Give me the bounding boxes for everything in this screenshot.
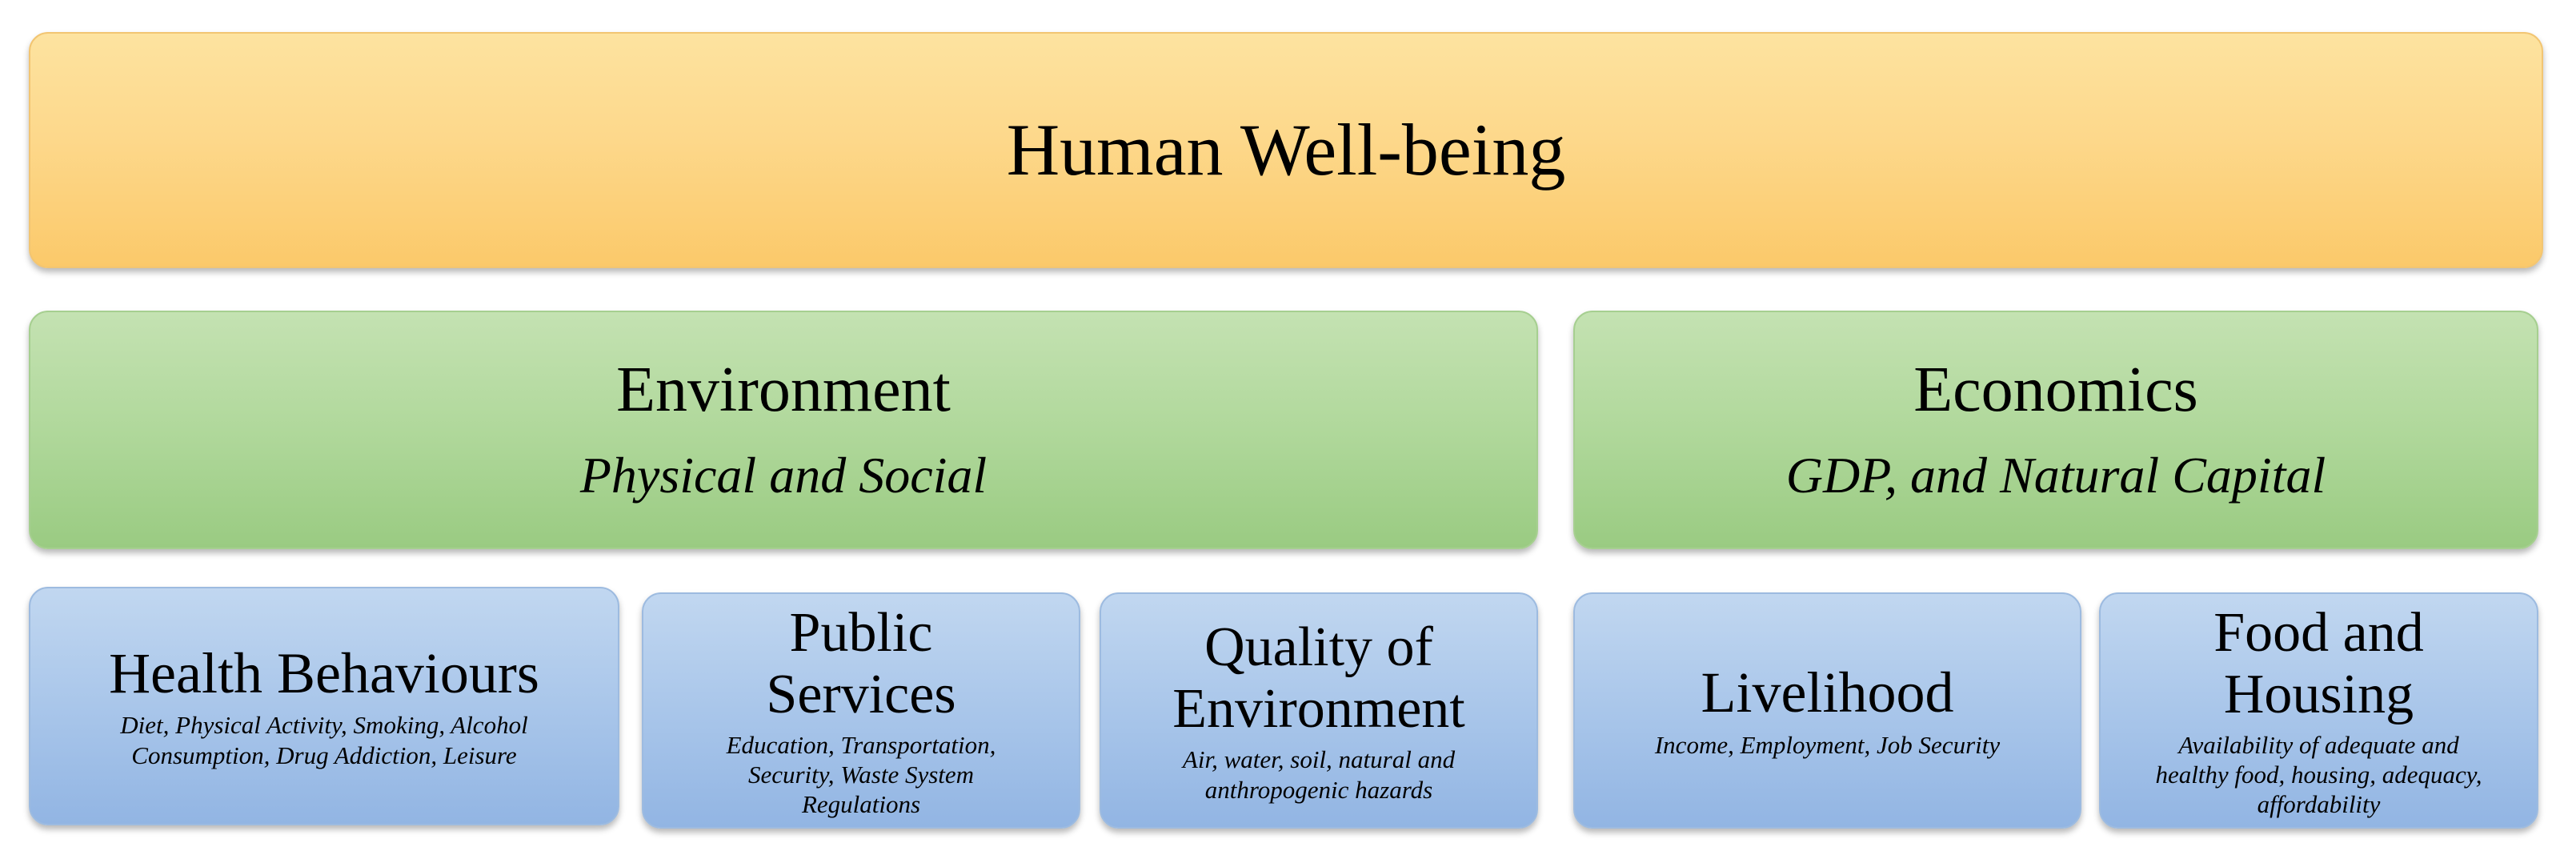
economics-box: Economics GDP, and Natural Capital xyxy=(1573,311,2538,549)
economics-title: Economics xyxy=(1913,354,2198,425)
title-line: Quality of xyxy=(1204,616,1433,679)
detail-line: Regulations xyxy=(801,790,921,819)
detail-line: Education, Transportation, xyxy=(726,730,996,759)
health-behaviours-details: Diet, Physical Activity, Smoking, Alcoho… xyxy=(120,710,527,769)
detail-line: healthy food, housing, adequacy, xyxy=(2155,760,2482,789)
detail-line: Security, Waste System xyxy=(747,760,975,789)
quality-of-environment-box: Quality of Environment Air, water, soil,… xyxy=(1100,592,1538,829)
title-line: Services xyxy=(766,663,956,725)
detail-line: Diet, Physical Activity, Smoking, Alcoho… xyxy=(120,711,528,740)
environment-box: Environment Physical and Social xyxy=(29,311,1538,549)
quality-of-environment-title: Quality of Environment xyxy=(1172,616,1464,740)
detail-line: anthropogenic hazards xyxy=(1204,775,1433,804)
public-services-title: Public Services xyxy=(766,602,955,725)
title-line: Food and xyxy=(2213,601,2424,664)
public-services-details: Education, Transportation, Security, Was… xyxy=(727,730,996,820)
title-line: Housing xyxy=(2223,663,2414,725)
detail-line: Income, Employment, Job Security xyxy=(1654,730,2001,759)
title-line: Public xyxy=(789,601,933,664)
livelihood-details: Income, Employment, Job Security xyxy=(1655,730,2000,760)
public-services-box: Public Services Education, Transportatio… xyxy=(642,592,1080,829)
human-well-being-title: Human Well-being xyxy=(1006,109,1566,191)
title-line: Environment xyxy=(1172,678,1465,741)
environment-title: Environment xyxy=(616,354,951,425)
economics-subtitle: GDP, and Natural Capital xyxy=(1785,446,2326,504)
livelihood-box: Livelihood Income, Employment, Job Secur… xyxy=(1573,592,2081,829)
environment-subtitle: Physical and Social xyxy=(579,446,988,504)
quality-of-environment-details: Air, water, soil, natural and anthropoge… xyxy=(1183,745,1455,804)
health-behaviours-box: Health Behaviours Diet, Physical Activit… xyxy=(29,587,619,825)
detail-line: Consumption, Drug Addiction, Leisure xyxy=(131,741,517,769)
livelihood-title: Livelihood xyxy=(1701,660,1954,725)
detail-line: Availability of adequate and xyxy=(2178,730,2459,759)
health-behaviours-title: Health Behaviours xyxy=(109,641,539,706)
human-well-being-box: Human Well-being xyxy=(29,32,2543,268)
detail-line: Air, water, soil, natural and xyxy=(1182,745,1456,774)
food-and-housing-box: Food and Housing Availability of adequat… xyxy=(2099,592,2538,829)
food-and-housing-title: Food and Housing xyxy=(2213,602,2424,725)
detail-line: affordability xyxy=(2257,790,2381,819)
food-and-housing-details: Availability of adequate and healthy foo… xyxy=(2155,730,2482,820)
